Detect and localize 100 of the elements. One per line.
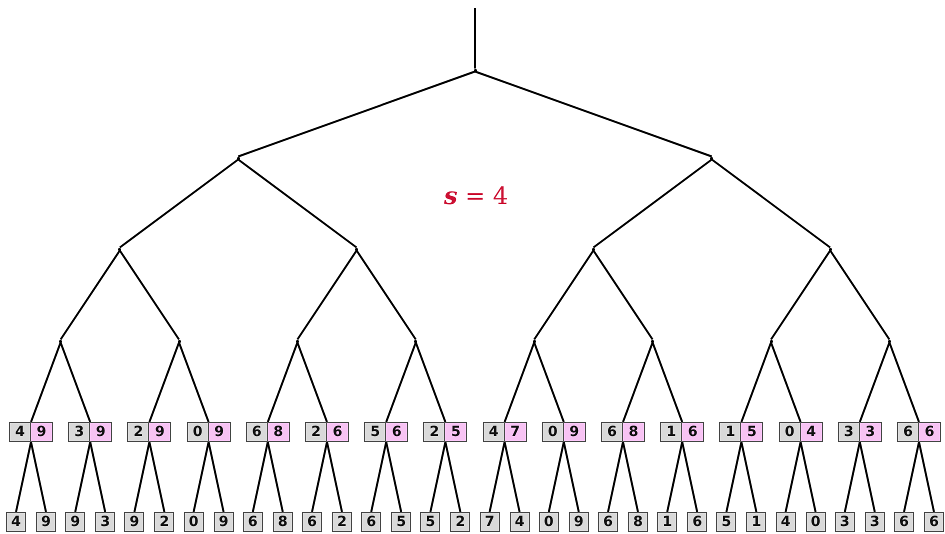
tree-branch-line: [266, 442, 284, 512]
tree-branch-line: [238, 70, 476, 158]
value-cell: 1: [657, 512, 678, 532]
junction-point: [414, 340, 418, 342]
value-cell: 2: [332, 512, 352, 532]
tree-branch-line: [74, 442, 92, 512]
min-value-cell: 6: [897, 422, 919, 442]
max-value-cell: 9: [90, 422, 112, 442]
min-value-cell: 5: [364, 422, 386, 442]
tree-branch-line: [252, 442, 269, 512]
tree-branch-line: [385, 442, 402, 512]
min-value-cell: 1: [719, 422, 742, 442]
tree-branch-line: [148, 342, 180, 422]
junction-point: [118, 248, 122, 250]
tree-branch-line: [30, 442, 47, 512]
tree-branch-line: [533, 250, 594, 340]
value-cell: 3: [864, 512, 885, 532]
tree-branch-line: [414, 342, 446, 422]
value-cell: 7: [480, 512, 500, 532]
min-value-cell: 4: [482, 422, 505, 442]
tree-branch-line: [296, 342, 328, 422]
junction-point: [178, 340, 180, 342]
value-cell: 6: [924, 512, 944, 532]
tree-branch-line: [504, 342, 536, 422]
tree-branch-line: [740, 442, 758, 512]
junction-point: [828, 248, 832, 250]
tree-branch-line: [311, 442, 328, 512]
max-value-cell: 6: [682, 422, 704, 442]
tree-branch-line: [370, 442, 388, 512]
tree-branch-line: [592, 250, 654, 340]
max-value-cell: 5: [741, 422, 764, 442]
min-value-cell: 4: [9, 422, 31, 442]
junction-point: [532, 340, 536, 342]
min-value-cell: 1: [660, 422, 682, 442]
value-cell: 5: [716, 512, 736, 532]
tree-branch-line: [192, 442, 210, 512]
junction-point: [770, 340, 772, 342]
tree-branch-line: [622, 342, 654, 422]
value-cell: 3: [834, 512, 855, 532]
min-value-cell: 6: [246, 422, 268, 442]
max-value-cell: 9: [564, 422, 586, 442]
tree-branch-line: [178, 342, 210, 422]
junction-point: [651, 340, 654, 342]
tree-branch-line: [770, 250, 832, 340]
tree-branch-line: [504, 442, 521, 512]
value-cell: 5: [420, 512, 440, 532]
value-cell: 6: [361, 512, 382, 532]
junction-point: [710, 156, 714, 160]
min-value-cell: 2: [127, 422, 150, 442]
tree-branch-line: [148, 442, 166, 512]
value-cell: 9: [568, 512, 589, 532]
tree-branch-line: [740, 342, 772, 422]
tree-branch-line: [533, 342, 565, 422]
tree-branch-line: [622, 442, 639, 512]
max-value-cell: 3: [860, 422, 882, 442]
value-cell: 0: [806, 512, 826, 532]
junction-point: [592, 248, 595, 250]
tree-branch-line: [903, 442, 920, 512]
junction-point: [59, 340, 62, 342]
junction-point: [355, 248, 358, 250]
max-value-cell: 7: [504, 422, 527, 442]
tree-branch-line: [474, 70, 712, 158]
tree-branch-line: [858, 342, 890, 422]
min-value-cell: 6: [601, 422, 623, 442]
junction-point: [888, 340, 891, 342]
value-cell: 3: [95, 512, 116, 532]
tree-branch-line: [208, 442, 225, 512]
tree-branch-line: [607, 442, 624, 512]
min-value-cell: 0: [186, 422, 209, 442]
min-value-cell: 2: [423, 422, 446, 442]
tree-branch-line: [770, 342, 802, 422]
value-cell: 2: [154, 512, 174, 532]
tree-branch-line: [118, 250, 180, 340]
max-value-cell: 8: [268, 422, 290, 442]
tree-branch-line: [666, 442, 684, 512]
max-value-cell: 9: [208, 422, 231, 442]
max-value-cell: 9: [31, 422, 53, 442]
value-cell: 6: [242, 512, 263, 532]
tree-branch-line: [858, 442, 876, 512]
tree-branch-line: [652, 342, 684, 422]
tree-branch-line: [89, 442, 106, 512]
value-cell: 9: [124, 512, 144, 532]
tree-branch-line: [711, 158, 831, 248]
parameter-note: s = 4: [444, 180, 508, 210]
min-value-cell: 3: [838, 422, 860, 442]
tree-branch-line: [918, 442, 935, 512]
tree-branch-line: [266, 342, 298, 422]
value-cell: 9: [36, 512, 56, 532]
tree-branch-line: [800, 442, 817, 512]
value-cell: 4: [6, 512, 26, 532]
tree-branch-line: [784, 442, 802, 512]
junction-point: [296, 340, 299, 342]
max-value-cell: 6: [386, 422, 408, 442]
tree-branch-line: [60, 342, 92, 422]
value-cell: 8: [272, 512, 293, 532]
tree-branch-line: [488, 442, 506, 512]
tree-branch-line: [548, 442, 565, 512]
value-cell: 0: [184, 512, 204, 532]
value-cell: 2: [450, 512, 470, 532]
max-value-cell: 8: [623, 422, 645, 442]
